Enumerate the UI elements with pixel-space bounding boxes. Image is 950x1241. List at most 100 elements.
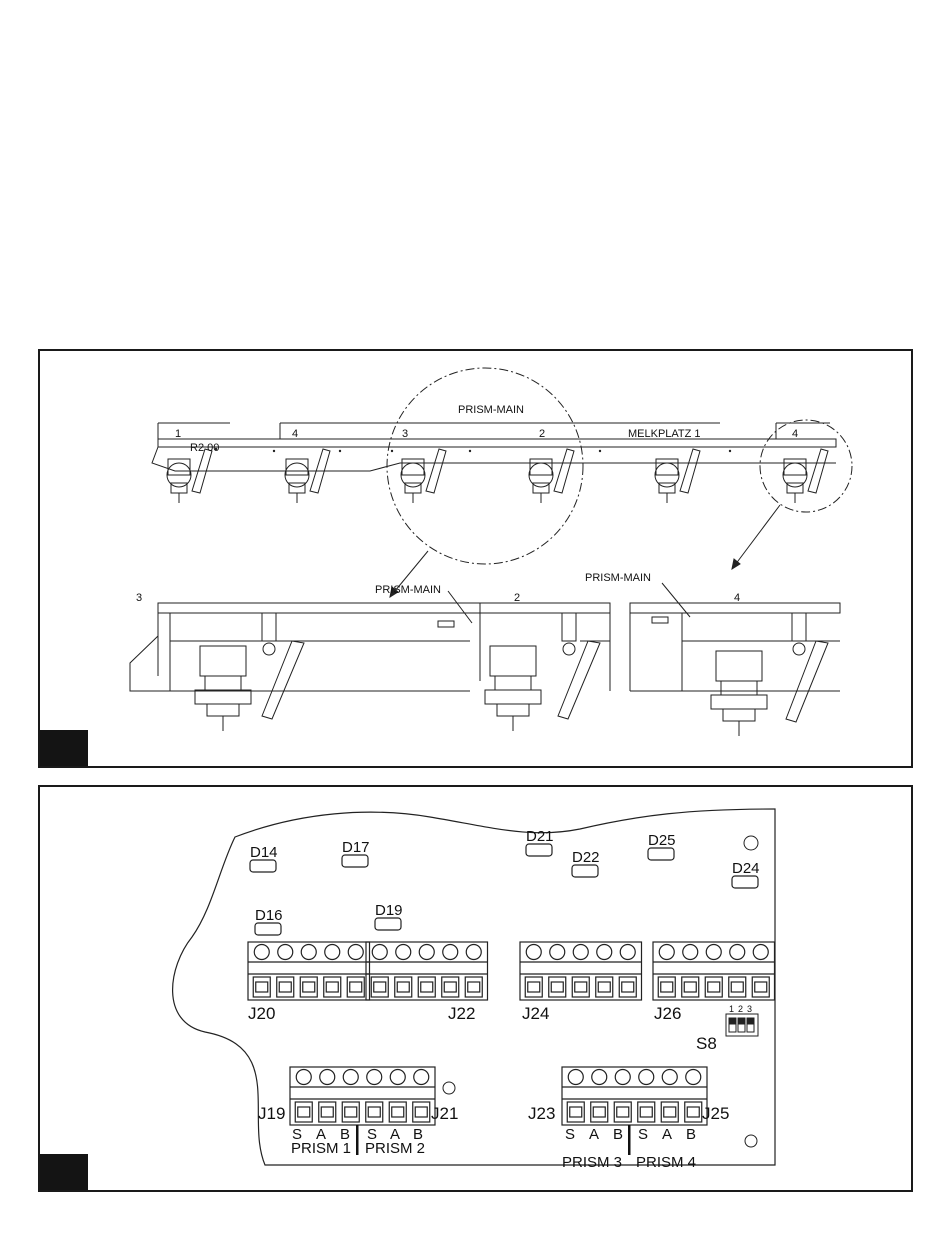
terminal-screw[interactable]: [367, 1070, 382, 1085]
overview-unit-5: [655, 449, 700, 503]
terminal-screw[interactable]: [662, 1070, 677, 1085]
overview-stall-4a-label: 4: [292, 428, 298, 440]
terminal-screw[interactable]: [419, 945, 434, 960]
led-d16-label: D16: [255, 907, 283, 924]
overview-stall-1-label: 1: [175, 428, 181, 440]
terminal-screw[interactable]: [254, 945, 269, 960]
connector-j25-label: J25: [702, 1104, 729, 1123]
pin-label-b: B: [686, 1126, 696, 1143]
terminal-screw[interactable]: [372, 945, 387, 960]
led-d25: [648, 848, 674, 860]
led-d19-label: D19: [375, 902, 403, 919]
connector-j23-j25[interactable]: [562, 1067, 707, 1125]
prism-separator: [628, 1125, 631, 1155]
connector-j21-label: J21: [431, 1104, 458, 1123]
detail-right-stall-4-label: 4: [734, 592, 740, 604]
zoom-circle-large: [387, 368, 583, 564]
pin-label-s: S: [638, 1126, 648, 1143]
terminal-screw[interactable]: [443, 945, 458, 960]
terminal-screw[interactable]: [390, 1070, 405, 1085]
terminal-screw[interactable]: [568, 1070, 583, 1085]
led-d22-label: D22: [572, 849, 600, 866]
led-d25-label: D25: [648, 832, 676, 849]
led-d24-label: D24: [732, 860, 760, 877]
mounting-hole: [443, 1082, 455, 1094]
terminal-screw[interactable]: [466, 945, 481, 960]
led-d16: [255, 923, 281, 935]
terminal-screw[interactable]: [615, 1070, 630, 1085]
connector-j19-label: J19: [258, 1104, 285, 1123]
pin-label-a: A: [589, 1126, 599, 1143]
mounting-hole: [745, 1135, 757, 1147]
circuit-board-panel: D14 D17 D21 D22 D25 D24 D16 D19 J20 J22 …: [38, 785, 913, 1192]
terminal-screw[interactable]: [573, 945, 588, 960]
terminal-screw[interactable]: [706, 945, 721, 960]
terminal-screw[interactable]: [550, 945, 565, 960]
prism-3-label: PRISM 3: [562, 1154, 622, 1171]
terminal-screw[interactable]: [753, 945, 768, 960]
dip-switch-s8[interactable]: [726, 1014, 758, 1036]
connector-j26[interactable]: [653, 942, 775, 1000]
terminal-screw[interactable]: [396, 945, 411, 960]
terminal-screw[interactable]: [414, 1070, 429, 1085]
parlor-layout-drawing: 1 4 3 2 4 PRISM-MAIN MELKPLATZ 1 R2 00: [40, 351, 915, 770]
connector-j24-label: J24: [522, 1004, 549, 1023]
overview-dimension-label: R2 00: [190, 442, 219, 454]
detail-left-stall-3-label: 3: [136, 592, 142, 604]
circuit-board-drawing: D14 D17 D21 D22 D25 D24 D16 D19 J20 J22 …: [40, 787, 915, 1194]
terminal-screw[interactable]: [296, 1070, 311, 1085]
terminal-screw[interactable]: [526, 945, 541, 960]
pin-label-b: B: [613, 1126, 623, 1143]
overview-unit-4: [529, 449, 574, 503]
connector-j20[interactable]: [248, 942, 370, 1000]
terminal-screw[interactable]: [592, 1070, 607, 1085]
terminal-screw[interactable]: [659, 945, 674, 960]
overview-stall-4b-label: 4: [792, 428, 798, 440]
terminal-screw[interactable]: [686, 1070, 701, 1085]
pin-label-s: S: [565, 1126, 575, 1143]
detail-right-prism-main-label: PRISM-MAIN: [585, 572, 651, 584]
prism-separator: [356, 1125, 359, 1155]
overview-unit-3: [401, 449, 446, 503]
overview-stall-2-label: 2: [539, 428, 545, 440]
led-d24: [732, 876, 758, 888]
connector-j22[interactable]: [366, 942, 488, 1000]
prism-2-label: PRISM 2: [365, 1140, 425, 1157]
terminal-screw[interactable]: [683, 945, 698, 960]
connector-j20-label: J20: [248, 1004, 275, 1023]
mounting-hole: [744, 836, 758, 850]
terminal-screw[interactable]: [278, 945, 293, 960]
connector-j24[interactable]: [520, 942, 642, 1000]
terminal-screw[interactable]: [620, 945, 635, 960]
terminal-screw[interactable]: [639, 1070, 654, 1085]
led-d22: [572, 865, 598, 877]
detail-left-stall-2-label: 2: [514, 592, 520, 604]
terminal-screw[interactable]: [343, 1070, 358, 1085]
overview-prism-main-label: PRISM-MAIN: [458, 404, 524, 416]
prism-4-label: PRISM 4: [636, 1154, 696, 1171]
terminal-screw[interactable]: [325, 945, 340, 960]
overview-unit-6: [783, 449, 828, 503]
terminal-screw[interactable]: [320, 1070, 335, 1085]
terminal-screw[interactable]: [301, 945, 316, 960]
detail-left-drawing: [130, 603, 610, 731]
led-d19: [375, 918, 401, 930]
led-d14-label: D14: [250, 844, 278, 861]
prism-1-label: PRISM 1: [291, 1140, 351, 1157]
terminal-screw[interactable]: [597, 945, 612, 960]
overview-stall-3-label: 3: [402, 428, 408, 440]
detail-right-drawing: [630, 603, 840, 736]
connector-j23-label: J23: [528, 1104, 555, 1123]
terminal-screw[interactable]: [730, 945, 745, 960]
dip-switch-position-3: 3: [747, 1004, 752, 1014]
overview-unit-2: [285, 449, 330, 503]
led-d17: [342, 855, 368, 867]
terminal-screw[interactable]: [348, 945, 363, 960]
led-d17-label: D17: [342, 839, 370, 856]
dip-switch-position-1: 1: [729, 1004, 734, 1014]
connector-j22-label: J22: [448, 1004, 475, 1023]
panel-corner-tab: [40, 730, 88, 766]
connector-j26-label: J26: [654, 1004, 681, 1023]
overview-parlor-label: MELKPLATZ 1: [628, 428, 701, 440]
connector-j19-j21[interactable]: [290, 1067, 435, 1125]
